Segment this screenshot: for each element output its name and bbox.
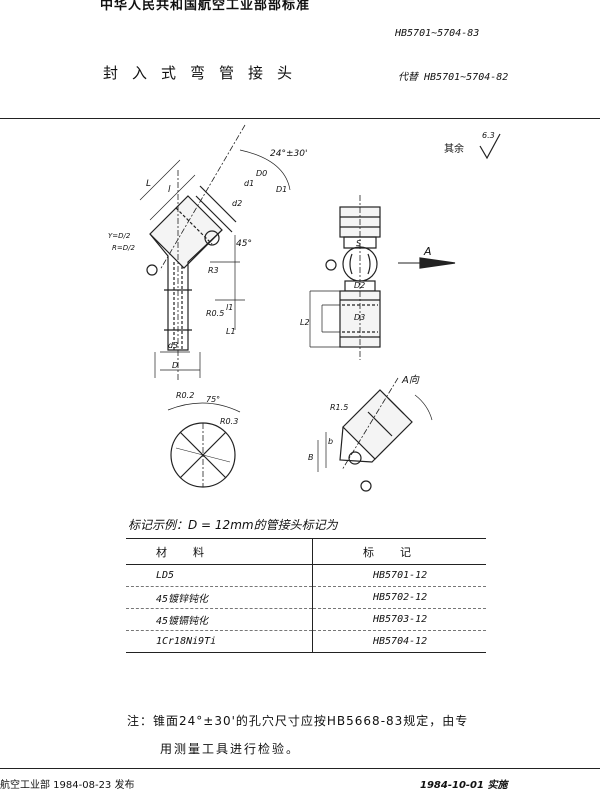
view-a-direction-label: A向 <box>401 374 420 386</box>
angle-45-label: 45° <box>236 239 252 249</box>
dim-l-small-label: l <box>168 185 171 195</box>
surface-finish-label: 其余 <box>444 144 464 155</box>
column-header-mark: 标记 <box>312 538 486 565</box>
mark-cell: HB5704-12 <box>312 630 486 653</box>
surface-finish-value: 6.3 <box>482 131 495 140</box>
radius-r15-label: R1.5 <box>330 403 348 412</box>
dim-d3-label: d3 <box>168 341 178 350</box>
mark-cell: HB5701-12 <box>312 564 486 587</box>
effective-date: 1984-10-01 实施 <box>420 780 508 791</box>
view-a-arrow-label: A <box>423 245 432 258</box>
dim-D2-label: D2 <box>354 281 365 290</box>
material-cell: 1Cr18Ni9Ti <box>126 630 313 653</box>
dim-d-label: D <box>172 361 178 370</box>
table-header-row: 材料 标记 <box>126 538 486 565</box>
mark-cell: HB5703-12 <box>312 608 486 631</box>
table-row: 1Cr18Ni9Ti HB5704-12 <box>126 630 486 653</box>
material-cell: 45镀锌钝化 <box>126 586 313 609</box>
radius-r3-label: R3 <box>208 266 219 275</box>
dim-b-label: b <box>328 437 333 446</box>
dim-D1-label: D1 <box>276 185 287 194</box>
dim-l1-label: l1 <box>226 303 233 312</box>
table-row: 45镀镉钝化 HB5703-12 <box>126 608 486 631</box>
dim-s-label: S <box>356 239 361 248</box>
dim-d1-label: d1 <box>244 179 254 188</box>
radius-r03-label: R0.3 <box>220 417 238 426</box>
mark-cell: HB5702-12 <box>312 586 486 609</box>
a-direction-view <box>317 377 433 492</box>
header-rule <box>0 118 600 119</box>
r-formula-label: R=D/2 <box>112 244 135 252</box>
dim-B-label: B <box>308 453 314 462</box>
dim-L2-label: L2 <box>300 318 310 327</box>
note-line-2: 用测量工具进行检验。 <box>160 742 301 756</box>
material-cell: 45镀镉钝化 <box>126 608 313 631</box>
replaces-standard: 代替 HB5701~5704-82 <box>398 72 509 83</box>
section-view <box>167 402 241 488</box>
dim-d2-label: d2 <box>232 199 242 208</box>
footer-rule <box>0 768 600 769</box>
dim-L1-label: L1 <box>226 327 236 336</box>
dim-D3-label: D3 <box>354 313 365 322</box>
cone-angle-label: 24°±30' <box>270 149 307 159</box>
dim-l-label: L <box>146 179 151 189</box>
standard-number: HB5701~5704-83 <box>395 28 480 39</box>
radius-r02-label: R0.2 <box>176 391 194 400</box>
note-line-1: 注：锥面24°±30'的孔穴尺寸应按HB5668-83规定，由专 <box>127 714 469 728</box>
marking-table: 材料 标记 LD5 HB5701-12 45镀锌钝化 HB5702-12 45镀… <box>126 538 486 653</box>
dim-d0-label: D0 <box>256 169 267 178</box>
roughness-symbol-icon <box>479 133 501 160</box>
material-cell: LD5 <box>126 564 313 587</box>
radius-r05-label: R0.5 <box>206 309 224 318</box>
issue-date: 航空工业部 1984-08-23 发布 <box>0 780 135 791</box>
document-title: 封入式弯管接头 <box>103 64 307 82</box>
table-row: 45镀锌钝化 HB5702-12 <box>126 586 486 609</box>
angle-75-label: 75° <box>206 395 220 404</box>
issuing-authority: 中华人民共和国航空工业部部标准 <box>100 0 311 13</box>
table-row: LD5 HB5701-12 <box>126 564 486 587</box>
marking-example-caption: 标记示例：D = 12mm的管接头标记为 <box>128 518 338 532</box>
column-header-material: 材料 <box>156 545 230 559</box>
y-formula-label: Y=D/2 <box>108 232 131 240</box>
elbow-side-view <box>309 195 456 360</box>
elbow-main-view <box>139 124 291 380</box>
